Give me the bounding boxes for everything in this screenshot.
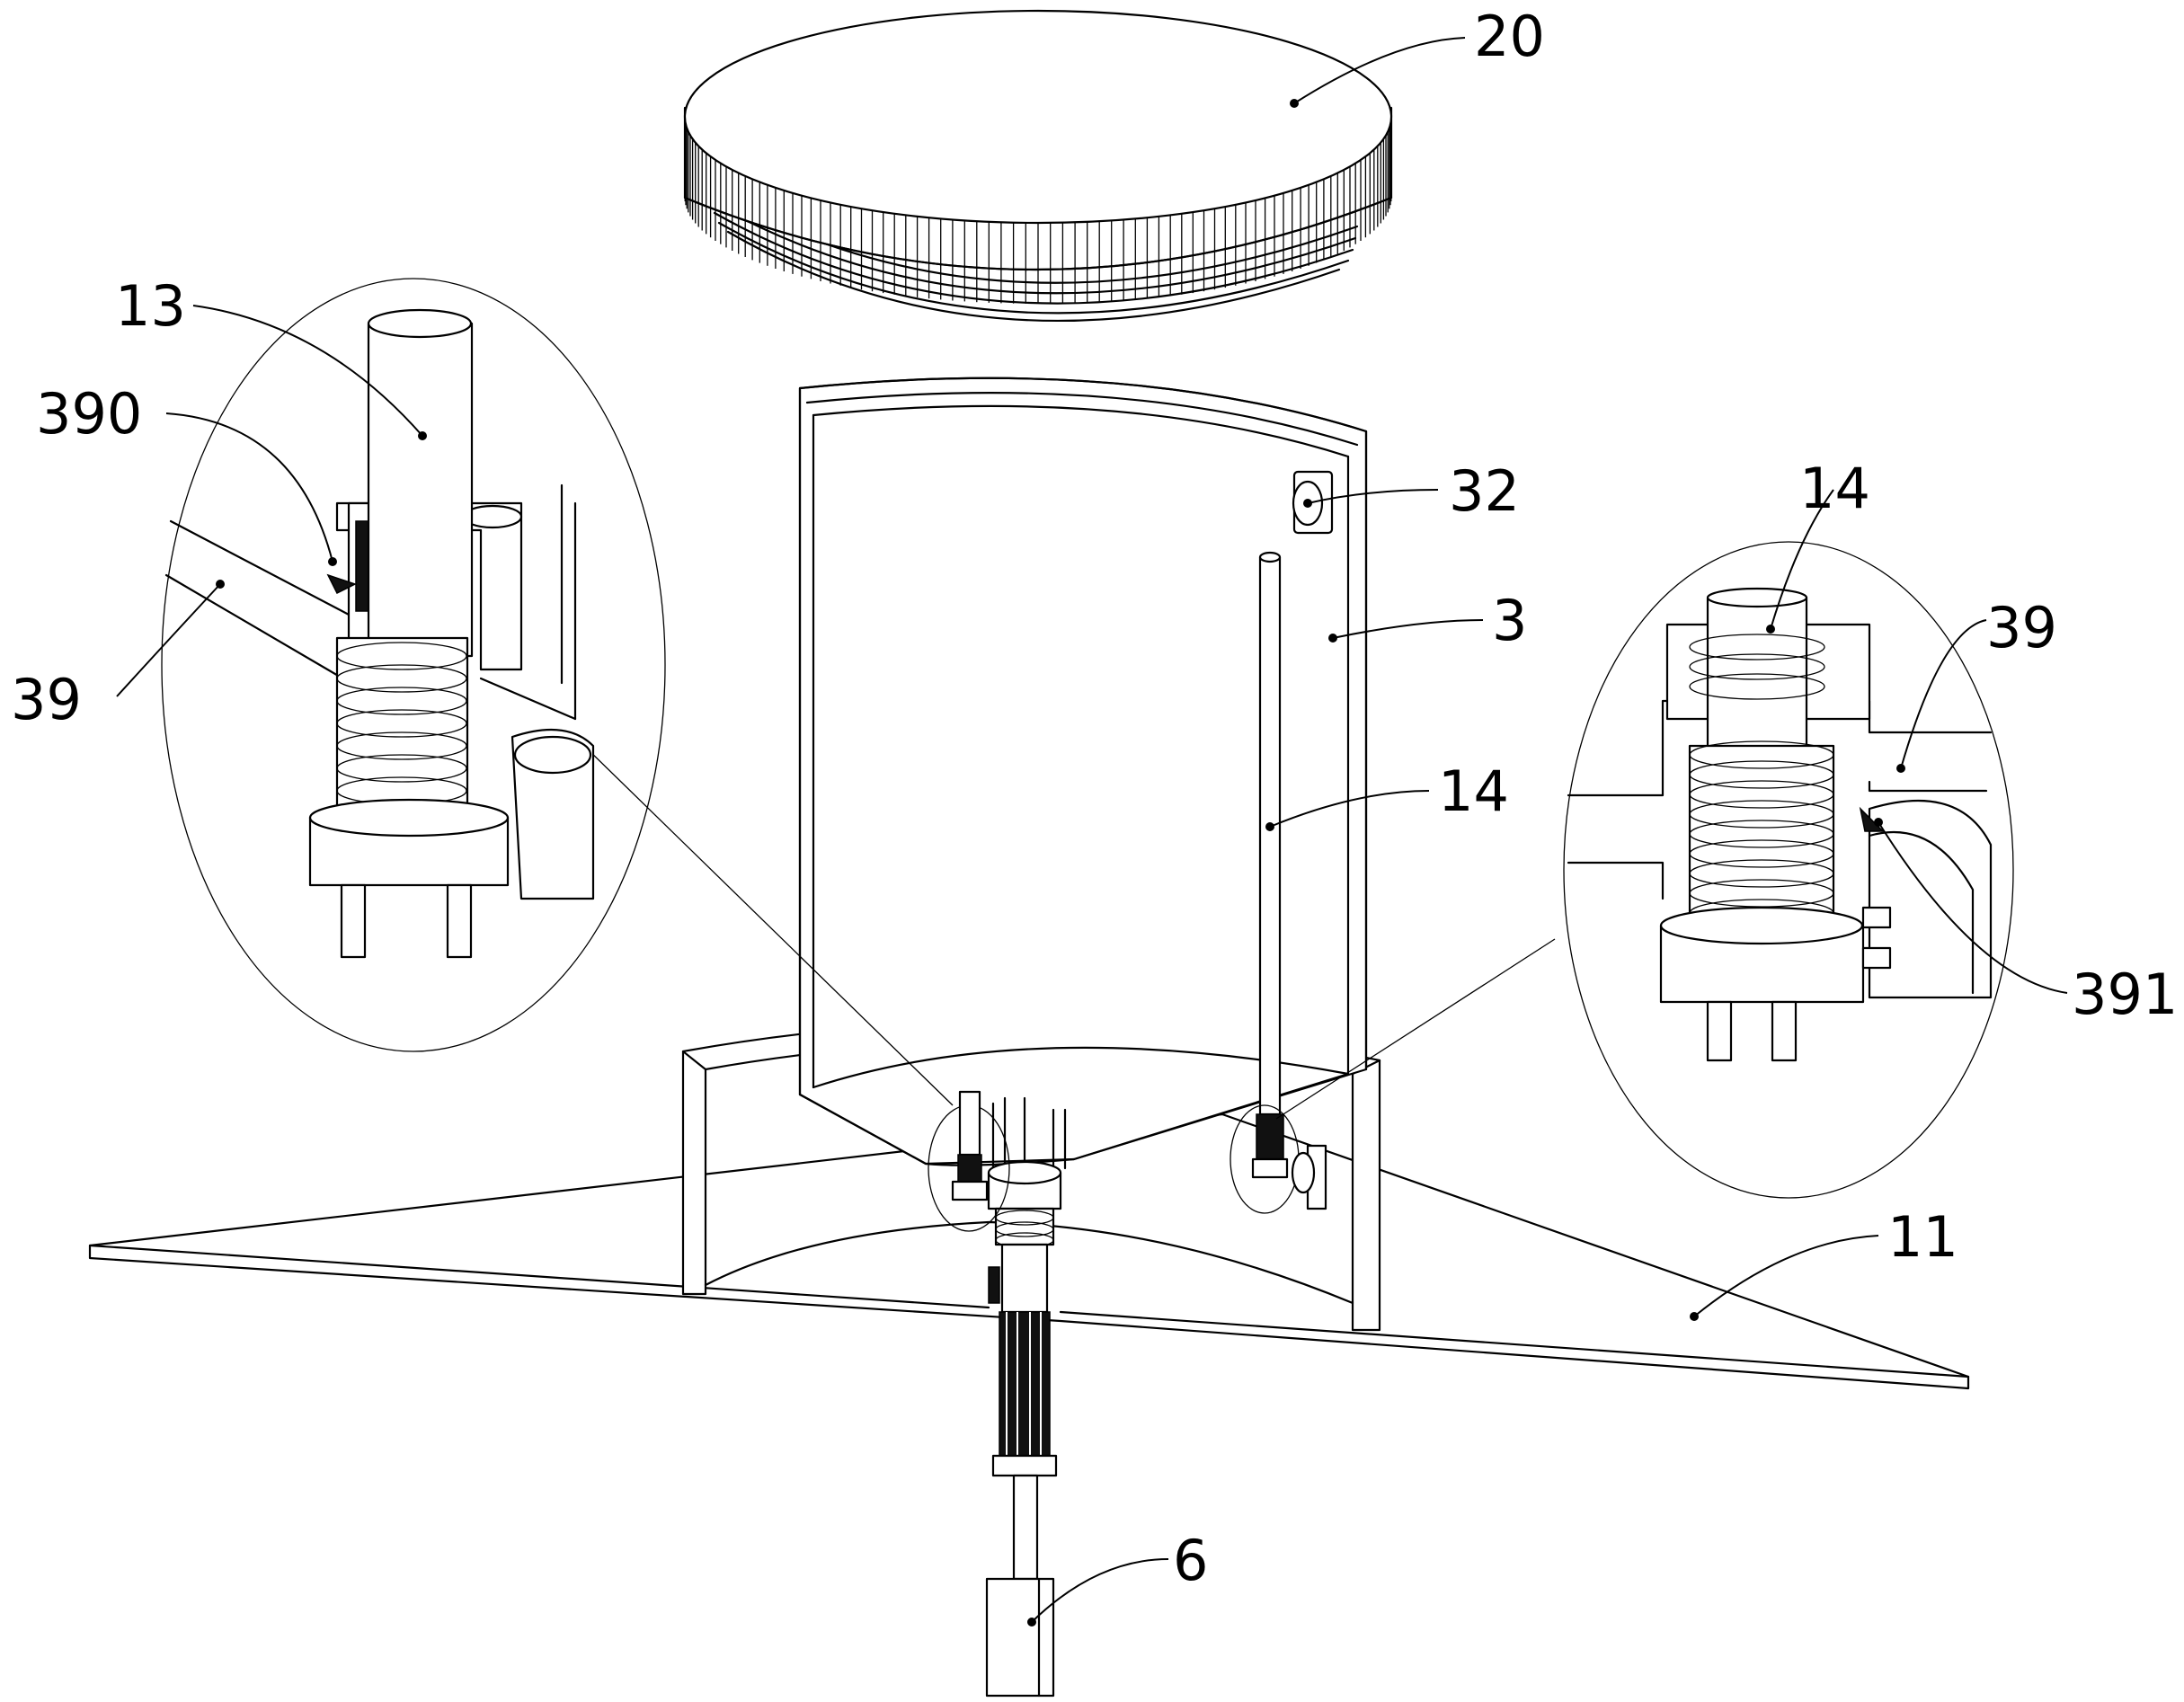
- drain-assembly: [985, 1096, 1067, 1698]
- label-tank-window: 32: [1449, 458, 1520, 524]
- leader-lines: [116, 37, 2068, 1627]
- label-tank-rod: 14: [1438, 758, 1509, 824]
- cap-knurling: [684, 117, 1392, 304]
- tank-body: [798, 377, 1368, 1166]
- label-magnifier-left-gap: 390: [36, 381, 142, 447]
- label-magnifier-left-rod: 13: [115, 273, 186, 339]
- label-magnifier-right-plate: 39: [1986, 595, 2057, 660]
- label-cap: 20: [1474, 4, 1545, 69]
- magnifier-right: [1563, 541, 2014, 1199]
- cap: [683, 9, 1393, 322]
- label-tank-body: 3: [1492, 588, 1527, 653]
- label-base-plate: 11: [1887, 1204, 1958, 1270]
- label-magnifier-right-rod: 14: [1799, 456, 1870, 521]
- label-magnifier-left-plate: 39: [11, 667, 82, 732]
- magnifier-left: [161, 278, 666, 1052]
- small-coupling-left: [951, 1090, 989, 1201]
- label-magnifier-right-spring: 391: [2072, 962, 2178, 1027]
- label-motor: 6: [1173, 1528, 1208, 1593]
- small-coupling-right: [1251, 1113, 1327, 1210]
